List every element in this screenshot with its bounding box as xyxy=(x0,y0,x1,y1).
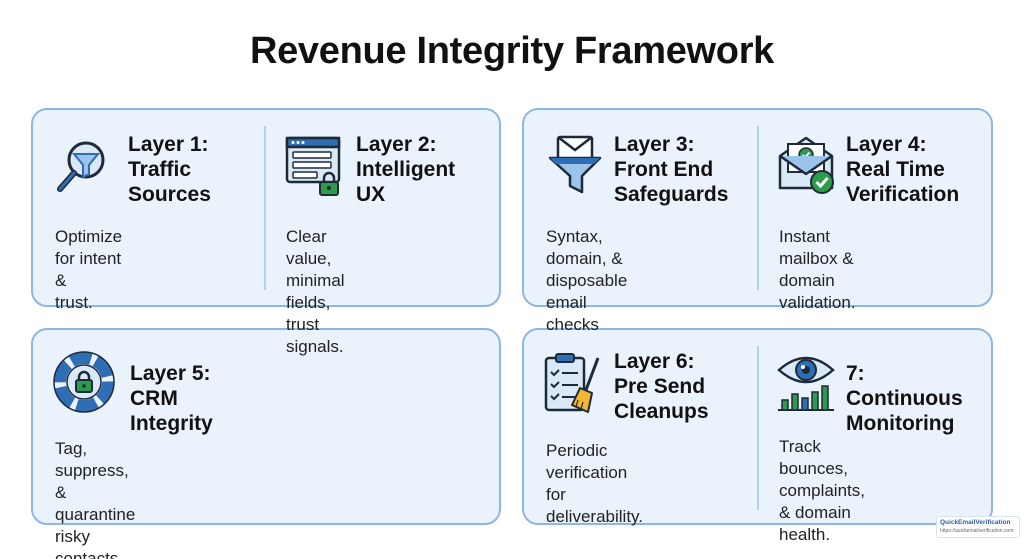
watermark-url: https://quickemailverification.com xyxy=(940,528,1014,534)
envelope-check-icon xyxy=(778,136,834,194)
brand-watermark: QuickEmailVerification https://quickemai… xyxy=(936,516,1020,538)
lock-ring-icon xyxy=(53,351,115,413)
layer-4-desc-2: domain validation. xyxy=(779,271,856,312)
layer-7-desc-1: Track bounces, xyxy=(779,437,848,478)
layer-7-head-1: 7: Continuous xyxy=(846,362,963,410)
layer-3-desc-3: checks xyxy=(546,315,599,334)
layer-2-head-1: Layer 2: xyxy=(356,133,437,156)
clipboard-broom-icon xyxy=(544,353,600,413)
card-layers-1-2 xyxy=(31,108,501,307)
layer-6-desc-2: for deliverability. xyxy=(546,485,644,526)
card-divider xyxy=(757,346,759,510)
layer-4-head-2: Real Time xyxy=(846,158,945,181)
layer-4-head-1: Layer 4: xyxy=(846,133,927,156)
page-title: Revenue Integrity Framework xyxy=(249,30,775,72)
layer-3-head-3: Safeguards xyxy=(614,183,729,206)
layer-2-desc-2: fields, trust signals. xyxy=(286,293,344,356)
card-layer-5 xyxy=(31,328,501,525)
layer-2-head-3: UX xyxy=(356,183,386,206)
eye-chart-icon xyxy=(777,356,835,411)
layer-7-desc-3: health. xyxy=(779,525,831,544)
layer-1-head-2: Traffic xyxy=(128,158,192,181)
magnifier-funnel-icon xyxy=(57,141,105,192)
layer-1-head-1: Layer 1: xyxy=(128,133,209,156)
layer-3-desc-1: Syntax, domain, & xyxy=(546,227,623,268)
layer-3-head-2: Front End xyxy=(614,158,714,181)
layer-6-head-2: Pre Send xyxy=(614,375,706,398)
layer-3-desc-2: disposable email xyxy=(546,271,628,312)
layer-7-desc-2: complaints, & domain xyxy=(779,481,865,522)
envelope-filter-icon xyxy=(548,135,602,194)
layer-2-desc-1: Clear value, minimal xyxy=(286,227,345,290)
layer-1-head-3: Sources xyxy=(128,183,211,206)
layer-2-head-2: Intelligent xyxy=(356,158,456,181)
layer-6-head-1: Layer 6: xyxy=(614,350,695,373)
watermark-brand: QuickEmailVerification xyxy=(940,519,1011,526)
card-divider xyxy=(264,126,266,290)
layer-5-head-2: CRM Integrity xyxy=(130,387,213,435)
layer-4-desc-1: Instant mailbox & xyxy=(779,227,854,268)
layer-5-desc-2: risky contacts. xyxy=(55,527,124,559)
layer-7-head-2: Monitoring xyxy=(846,412,955,435)
layer-4-head-3: Verification xyxy=(846,183,960,206)
layer-1-desc-1: Optimize for intent & xyxy=(55,227,123,290)
layer-3-head-1: Layer 3: xyxy=(614,133,695,156)
layer-5-desc-1: Tag, suppress, & quarantine xyxy=(55,439,136,524)
layer-6-head-3: Cleanups xyxy=(614,400,709,423)
form-lock-icon xyxy=(285,136,341,196)
layer-1-desc-2: trust. xyxy=(55,293,93,312)
layer-5-head-1: Layer 5: xyxy=(130,362,211,385)
layer-6-desc-1: Periodic verification xyxy=(546,441,628,482)
card-divider xyxy=(757,126,759,290)
